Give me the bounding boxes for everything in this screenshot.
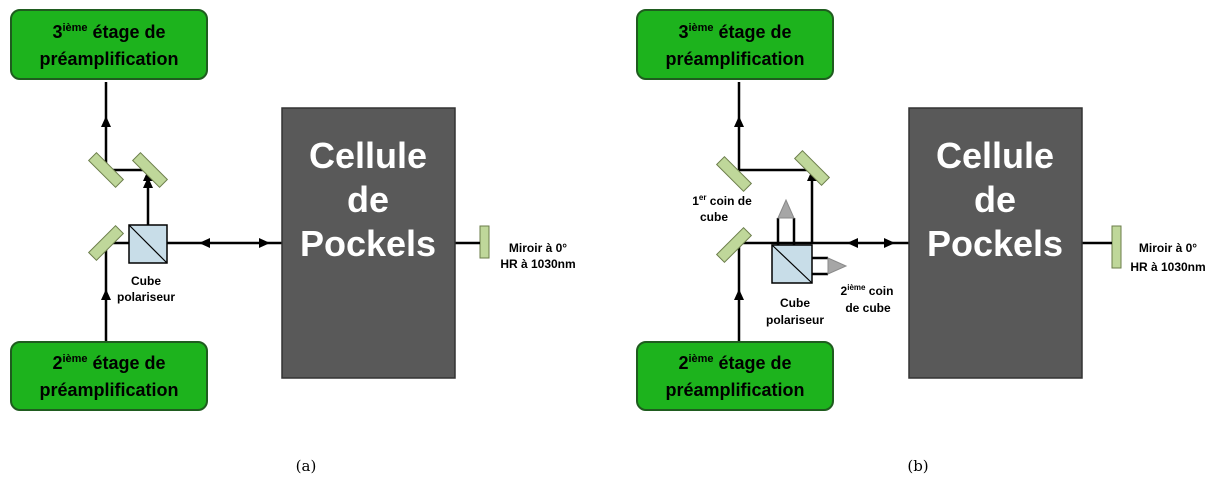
fold-mirror-lower-a bbox=[87, 224, 125, 262]
stage-3-line1-b: 3ième étage de bbox=[678, 22, 791, 42]
cube-label-line1-b: Cube bbox=[780, 296, 810, 310]
corner1-label-line2-b: cube bbox=[700, 210, 728, 224]
corner2-label-line1-b: 2ième coin bbox=[841, 283, 894, 298]
pockels-cell-b bbox=[908, 107, 1083, 379]
corner2-label-line2-b: de cube bbox=[845, 301, 891, 315]
corner1-label-line1-b: 1er coin de bbox=[692, 193, 752, 208]
end-mirror-label-line2-a: HR à 1030nm bbox=[500, 257, 575, 271]
pockels-line3-b: Pockels bbox=[927, 223, 1063, 264]
cube-label-line1-a: Cube bbox=[131, 274, 161, 288]
stage-2-line1-b: 2ième étage de bbox=[678, 353, 791, 373]
stage-3-line1-a: 3ième étage de bbox=[52, 22, 165, 42]
arrow-right-b bbox=[884, 238, 895, 248]
fold-mirror-lower-b bbox=[715, 226, 753, 264]
panel-a: 3ième étage de préamplification 2ième ét… bbox=[10, 9, 576, 475]
fold-mirror-upper-right-a bbox=[131, 151, 169, 189]
pockels-cell-a bbox=[281, 107, 456, 379]
stage-3-box-a bbox=[10, 9, 208, 80]
stage-3-line2-a: préamplification bbox=[39, 49, 178, 69]
fold-mirror-upper-left-a bbox=[87, 151, 125, 189]
polarizing-cube-b bbox=[771, 244, 813, 284]
end-mirror-label-line1-b: Miroir à 0° bbox=[1139, 241, 1197, 255]
pockels-line3-a: Pockels bbox=[300, 223, 436, 264]
arrow-up-input-a bbox=[101, 289, 111, 300]
end-mirror-a bbox=[479, 225, 490, 259]
stage-2-line2-a: préamplification bbox=[39, 380, 178, 400]
fold-mirror-upper-right-b bbox=[793, 149, 831, 187]
cube-label-line2-b: polariseur bbox=[766, 313, 824, 327]
stage-3-box-b bbox=[636, 9, 834, 80]
arrow-up-output-b bbox=[734, 116, 744, 127]
panel-b: 3ième étage de préamplification 2ième ét… bbox=[636, 9, 1206, 475]
arrow-up-cube-a bbox=[143, 177, 153, 188]
pockels-line2-a: de bbox=[347, 179, 389, 220]
stage-3-line2-b: préamplification bbox=[665, 49, 804, 69]
pockels-line2-b: de bbox=[974, 179, 1016, 220]
fold-mirror-upper-left-b bbox=[715, 155, 753, 193]
stage-2-line1-a: 2ième étage de bbox=[52, 353, 165, 373]
end-mirror-label-line2-b: HR à 1030nm bbox=[1130, 260, 1205, 274]
arrow-right-a bbox=[259, 238, 270, 248]
end-mirror-label-line1-a: Miroir à 0° bbox=[509, 241, 567, 255]
pockels-line1-a: Cellule bbox=[309, 135, 427, 176]
arrow-left-a bbox=[199, 238, 210, 248]
stage-2-line2-b: préamplification bbox=[665, 380, 804, 400]
caption-a: (a) bbox=[296, 457, 317, 475]
stage-2-box-a bbox=[10, 341, 208, 411]
arrow-up-output-a bbox=[101, 116, 111, 127]
cube-label-line2-a: polariseur bbox=[117, 290, 175, 304]
corner-cube-2-b bbox=[827, 257, 848, 275]
pockels-line1-b: Cellule bbox=[936, 135, 1054, 176]
stage-2-box-b bbox=[636, 341, 834, 411]
arrow-left-b bbox=[847, 238, 858, 248]
corner-cube-1-b bbox=[777, 198, 795, 219]
polarizing-cube-a bbox=[128, 224, 168, 264]
beam-paths-b bbox=[734, 82, 909, 342]
arrow-up-input-b bbox=[734, 289, 744, 300]
caption-b: (b) bbox=[907, 457, 928, 475]
end-mirror-b bbox=[1111, 225, 1122, 269]
